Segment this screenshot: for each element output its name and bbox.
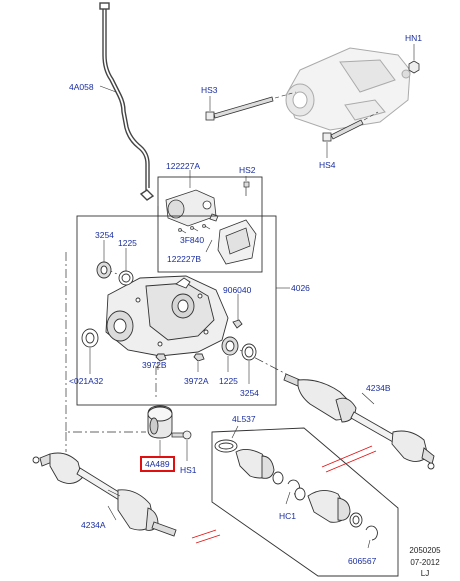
actuator-kit-box <box>157 176 263 273</box>
label-hs4: HS4 <box>319 160 336 170</box>
hs1-bolt <box>171 430 192 440</box>
label-hs3: HS3 <box>201 85 218 95</box>
label-hc1: HC1 <box>279 511 297 521</box>
halfshaft-right <box>283 373 435 470</box>
label-021a32: <021A32 <box>69 376 104 386</box>
label-4a489-highlighted[interactable]: 4A489 <box>140 456 175 472</box>
drawing-date: 07-2012 <box>410 558 440 567</box>
label-122227a: 122227A <box>166 161 201 171</box>
boot-kit-parts <box>214 439 378 541</box>
boot-kit-box <box>211 427 399 577</box>
leader-4a058 <box>99 85 117 93</box>
hs4-bolt <box>322 119 364 142</box>
halfshaft-left <box>32 452 177 537</box>
label-122227b: 122227B <box>167 254 202 264</box>
label-1225-top: 1225 <box>118 238 137 248</box>
drawing-initials: LJ <box>420 569 430 578</box>
label-4a058: 4A058 <box>69 82 94 92</box>
differential-kit-box <box>76 215 277 406</box>
actuator-motor <box>165 189 219 227</box>
bushing-4a489 <box>147 405 173 439</box>
label-hs2: HS2 <box>239 165 256 175</box>
label-hs1: HS1 <box>180 465 197 475</box>
label-4026: 4026 <box>291 283 310 293</box>
label-906040: 906040 <box>223 285 252 295</box>
leaders-differential <box>89 240 250 384</box>
label-3254-top: 3254 <box>95 230 114 240</box>
label-4l537: 4L537 <box>232 414 256 424</box>
actuator-screws <box>178 224 211 234</box>
red-reference-lines <box>191 445 377 544</box>
leaders-boot-kit <box>231 425 371 549</box>
label-3f840: 3F840 <box>180 235 205 245</box>
label-hn1: HN1 <box>405 33 423 43</box>
differential-housing <box>105 275 229 357</box>
hs2-screw <box>243 181 250 196</box>
label-3972b: 3972B <box>142 360 167 370</box>
actuator-cover <box>217 219 257 265</box>
drawing-number: 2050205 <box>409 546 441 555</box>
seals-and-rings <box>81 261 257 362</box>
label-3254-bottom: 3254 <box>240 388 259 398</box>
hs3-bolt <box>205 96 274 121</box>
breather-tube <box>99 2 155 201</box>
axle-housing-reference <box>285 47 411 131</box>
label-4234b: 4234B <box>366 383 391 393</box>
label-606567: 606567 <box>348 556 377 566</box>
label-3972a: 3972A <box>184 376 209 386</box>
label-1225-bottom: 1225 <box>219 376 238 386</box>
label-4234a: 4234A <box>81 520 106 530</box>
hn1-nut <box>408 60 420 74</box>
